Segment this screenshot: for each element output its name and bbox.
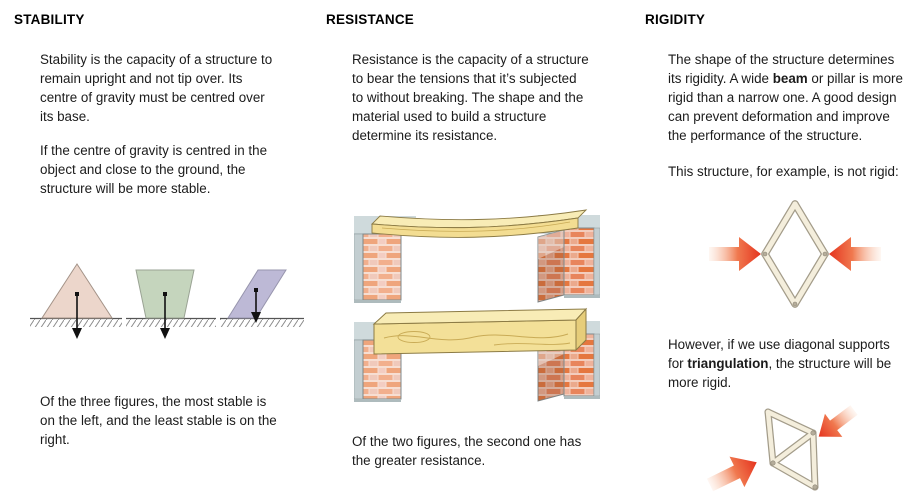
resistance-paragraph-1: Resistance is the capacity of a structur… <box>352 52 589 143</box>
triangulated-stick-frame <box>764 408 819 491</box>
frame-joint <box>822 251 828 257</box>
trapezoid-shape-group <box>126 269 216 339</box>
resistance-figure-thin-plank <box>354 203 600 306</box>
triangulated-frame-svg <box>706 405 858 492</box>
wood-grain <box>381 221 571 232</box>
bold-word-triangulation: triangulation <box>687 356 769 371</box>
rigidity-paragraph-1-text: or pillar is more rigid than a narrow on… <box>668 71 903 143</box>
compression-arrow-top-right <box>818 405 858 437</box>
frame-joint <box>762 251 768 257</box>
parallelogram-shape <box>227 269 287 319</box>
rigidity-paragraph-2: This structure, for example, is not rigi… <box>668 164 899 179</box>
thick-wood-beam <box>372 307 588 355</box>
frame-joint <box>812 484 818 490</box>
stability-paragraph-2: If the centre of gravity is centred in t… <box>40 143 268 196</box>
frame-joint <box>810 430 816 436</box>
wood-knot <box>397 331 431 343</box>
rigidity-paragraph-1: The shape of the structure determines it… <box>668 50 921 145</box>
ground-hatch <box>126 319 216 327</box>
ground-hatch <box>30 319 122 327</box>
thin-wood-plank-bending <box>370 209 588 238</box>
brick-pillar-right <box>537 227 600 303</box>
rigidity-heading: RIGIDITY <box>645 12 706 27</box>
frame-joint <box>770 460 776 466</box>
rhombus-stick-frame <box>761 200 829 308</box>
resistance-column: RESISTANCE Resistance is the capacity of… <box>326 8 622 500</box>
parallelogram-shape-group <box>220 269 304 327</box>
stability-caption: Of the three figures, the most stable is… <box>40 394 277 447</box>
compression-arrow-right <box>829 237 881 271</box>
thick-beam-svg <box>354 307 600 402</box>
triangle-shape-group <box>30 263 122 339</box>
rigidity-paragraph-3-text: However, if we use diagonal supports for <box>668 337 890 371</box>
brick-pillar-left <box>354 233 402 303</box>
rigidity-paragraph-1-text: The shape of the structure determines it… <box>668 52 895 86</box>
stability-figure <box>22 248 306 344</box>
bold-word-beam: beam <box>772 71 808 86</box>
rigidity-column: RIGIDITY The shape of the structure dete… <box>645 8 921 500</box>
frame-joint <box>792 301 798 307</box>
rigidity-paragraph-3-text: , the structure will be more rigid. <box>668 356 892 390</box>
compression-arrow-bottom-left <box>706 456 757 492</box>
stability-column: STABILITY Stability is the capacity of a… <box>14 8 314 500</box>
gravity-arrow <box>72 292 82 339</box>
thin-plank-svg <box>354 209 600 303</box>
gravity-arrow <box>160 292 170 339</box>
rigidity-paragraph-3: However, if we use diagonal supports for… <box>668 335 921 392</box>
resistance-figure-thick-beam <box>354 304 600 407</box>
rhombus-frame-svg <box>709 200 881 308</box>
gravity-arrow <box>251 288 261 323</box>
wood-grain <box>383 333 569 341</box>
resistance-caption: Of the two figures, the second one has t… <box>352 434 582 468</box>
rigidity-figure-rhombus <box>695 198 905 310</box>
resistance-heading: RESISTANCE <box>326 12 415 27</box>
rigidity-figure-triangulated <box>695 396 905 502</box>
stability-figure-svg <box>30 263 304 339</box>
wood-grain <box>493 342 571 346</box>
compression-arrow-left <box>709 237 761 271</box>
ground-hatch <box>220 319 304 327</box>
stability-paragraph-1: Stability is the capacity of a structure… <box>40 52 273 124</box>
stability-heading: STABILITY <box>14 12 85 27</box>
